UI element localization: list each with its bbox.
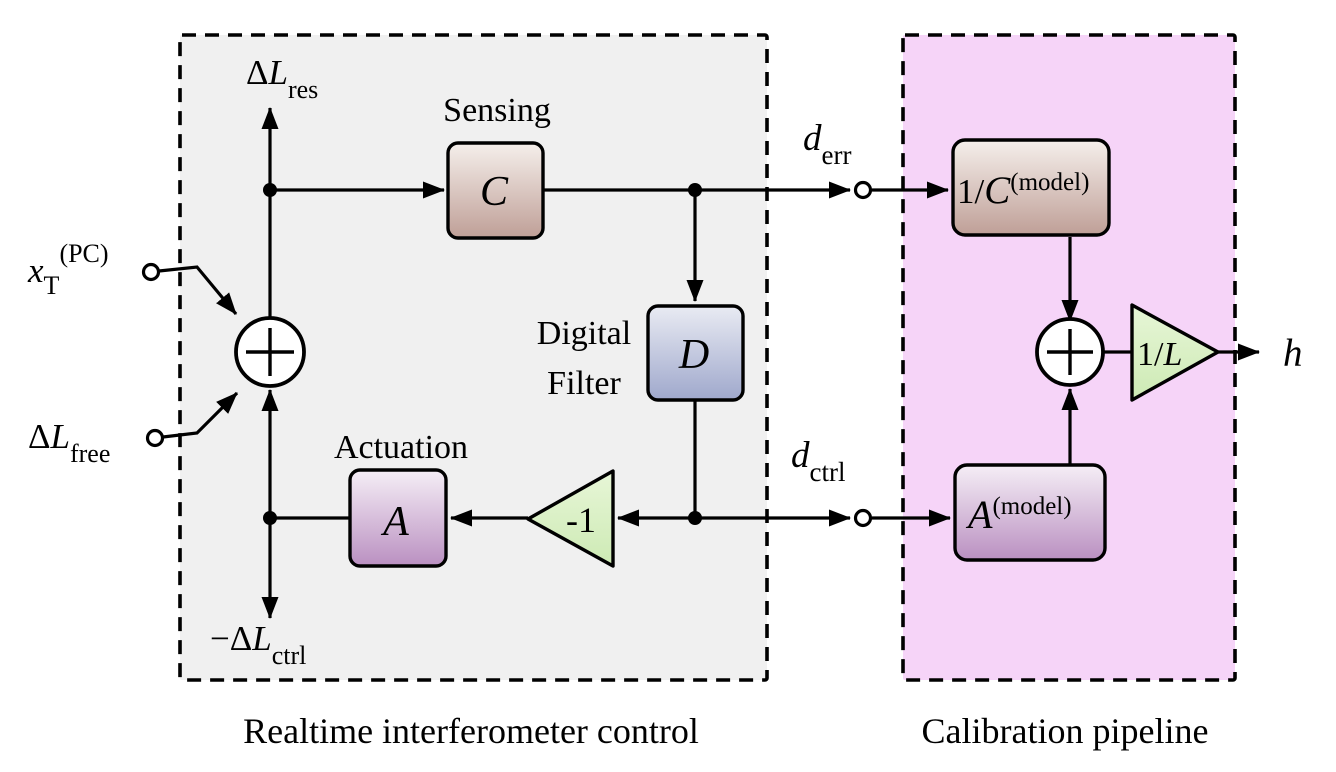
actuation-title: Actuation <box>334 429 468 466</box>
delta-l-res-label: ΔLres <box>246 53 318 104</box>
signal-paths <box>158 107 1260 619</box>
digital-filter-symbol: D <box>678 332 709 378</box>
terminal-derr <box>853 180 873 200</box>
actuation-model-label: A(model) <box>965 492 1072 537</box>
inverse-sensing-model-block <box>951 138 1111 237</box>
digital-filter-title-line2: Filter <box>547 365 621 402</box>
branch-dot <box>688 183 702 197</box>
realtime-control-caption: Realtime interferometer control <box>243 711 699 751</box>
delta-l-free-label: ΔLfree <box>28 417 110 468</box>
sensing-title: Sensing <box>443 92 551 129</box>
inverse-length-label: 1/L <box>1137 336 1182 373</box>
x-t-pc-label: xT(PC) <box>27 239 109 300</box>
actuation-symbol: A <box>380 499 409 545</box>
path-dlfree-in <box>162 391 239 439</box>
neg-delta-l-ctrl-label: −ΔLctrl <box>210 619 306 670</box>
branch-dot <box>263 183 277 197</box>
path-xtpc-in <box>158 265 238 316</box>
minus-one-label: -1 <box>566 500 596 540</box>
terminal-dctrl <box>853 508 873 528</box>
digital-filter-title-line1: Digital <box>537 315 631 352</box>
h-output-label: h <box>1283 332 1303 375</box>
calibration-pipeline-caption: Calibration pipeline <box>922 711 1209 751</box>
actuation-model-block <box>953 463 1107 562</box>
minus-one-gain-triangle <box>526 469 615 568</box>
inverse-sensing-model-label: 1/C(model) <box>957 169 1089 212</box>
summing-junction-left <box>234 316 306 388</box>
summing-junction-right <box>1035 317 1105 387</box>
sensing-symbol: C <box>480 169 509 215</box>
branch-dot <box>688 511 702 525</box>
branch-dot <box>263 511 277 525</box>
d-err-label: derr <box>803 118 851 170</box>
terminal-dlfree <box>145 428 165 448</box>
terminal-xtpc <box>141 262 161 282</box>
d-ctrl-label: dctrl <box>791 435 845 487</box>
